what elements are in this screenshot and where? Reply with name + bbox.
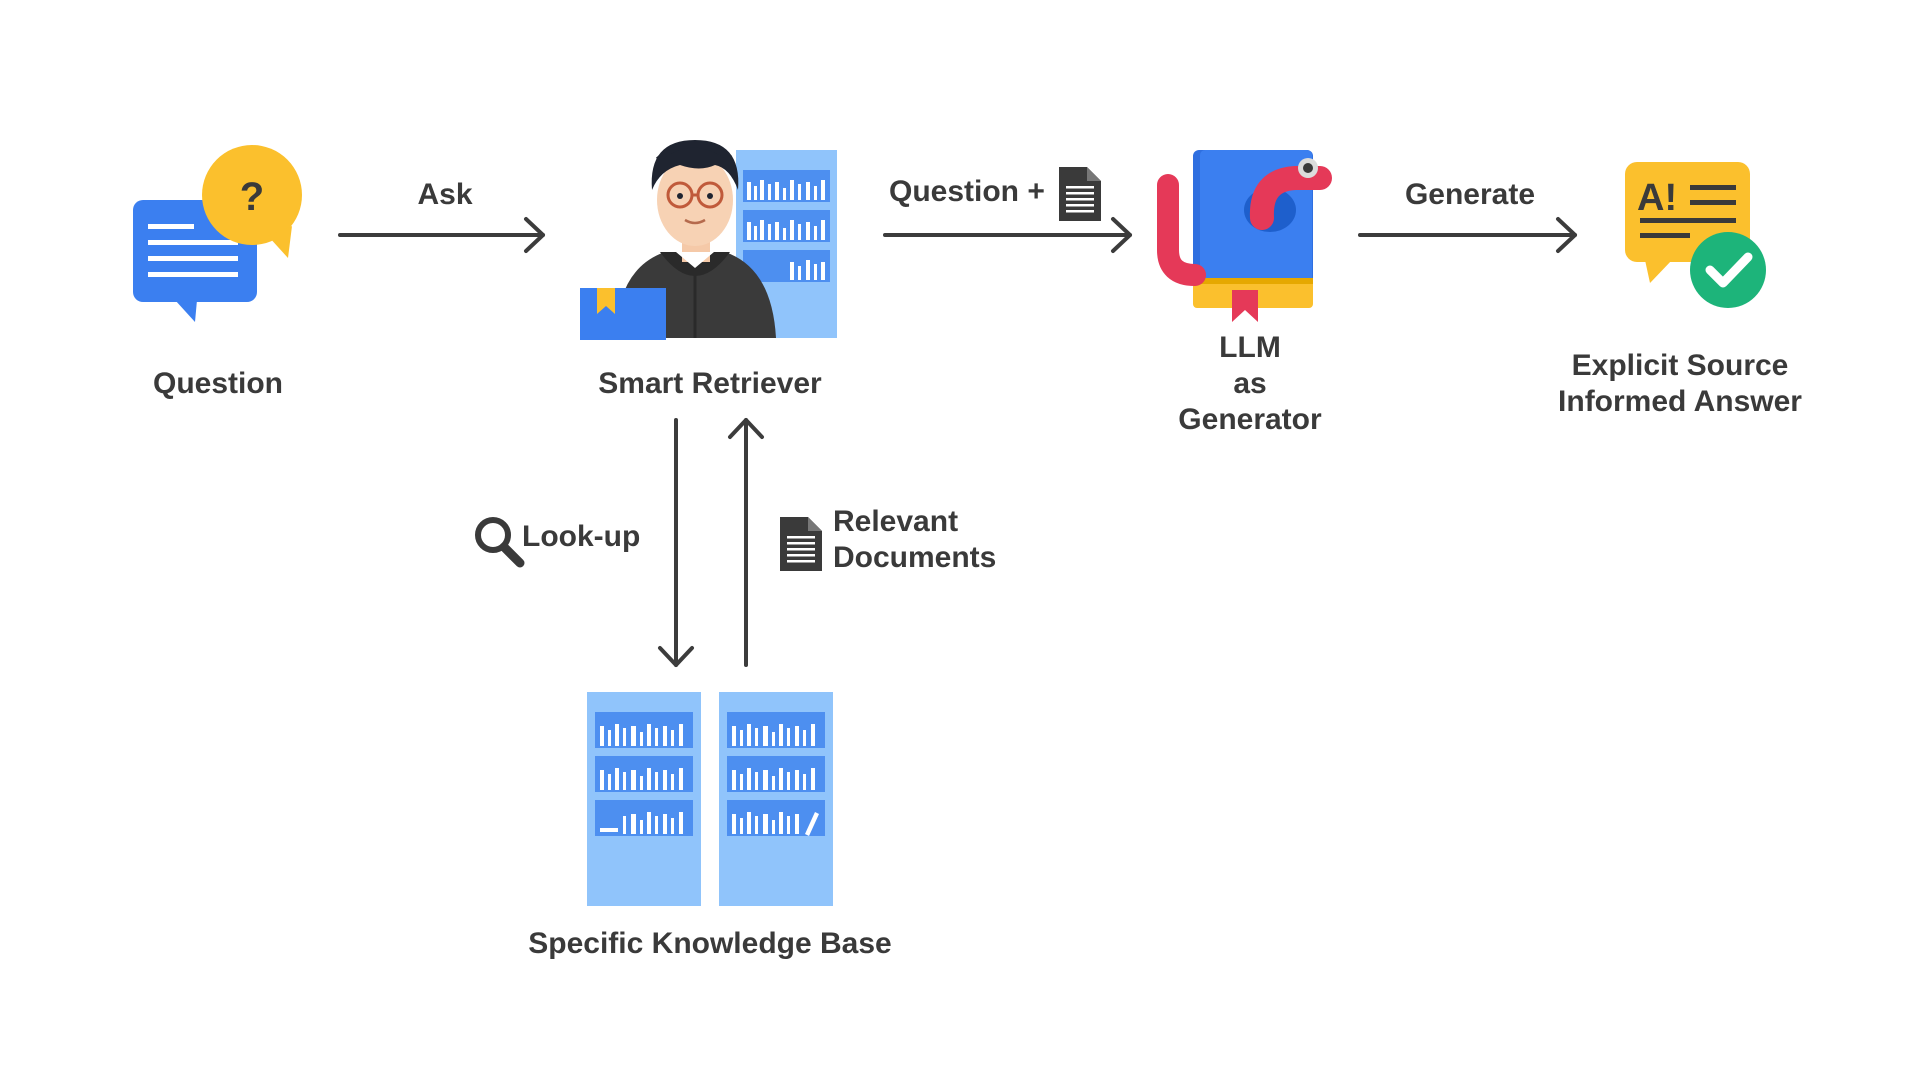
ask-edge-label: Ask (417, 178, 473, 211)
llm-generator-line-1: LLM (1219, 331, 1281, 364)
document-icon (780, 517, 822, 571)
answer-glyph: A! (1637, 177, 1677, 219)
arrow-question-plus (883, 217, 1132, 253)
generate-edge-label: Generate (1404, 178, 1536, 211)
arrow-lookup (658, 418, 694, 667)
llm-generator-label: LLM as Generator (1140, 330, 1360, 438)
answer-line-1: Explicit Source (1571, 349, 1789, 382)
arrow-generate (1358, 217, 1577, 253)
relevant-documents-line-2: Documents (833, 541, 997, 574)
bookshelf-right (719, 692, 833, 906)
answer-line-2: Informed Answer (1558, 385, 1802, 418)
lookup-edge-label: Look-up (522, 520, 641, 553)
llm-generator-line-2: as (1233, 367, 1267, 400)
relevant-documents-edge-label: Relevant Documents (833, 504, 996, 576)
question-mark-glyph: ? (240, 175, 264, 219)
llm-book-icon (1157, 150, 1332, 322)
question-icon: ? (133, 145, 302, 322)
arrow-relevant-documents (728, 418, 764, 667)
smart-retriever-label: Smart Retriever (598, 367, 822, 400)
relevant-documents-line-1: Relevant (833, 505, 959, 538)
retriever-icon (580, 140, 837, 340)
knowledge-base-label: Specific Knowledge Base (528, 927, 892, 960)
question-label: Question (152, 367, 283, 400)
search-icon (475, 517, 525, 568)
document-icon (1059, 167, 1101, 221)
knowledge-base-icon (587, 692, 833, 906)
arrow-ask (338, 217, 545, 253)
question-plus-edge-label: Question + (889, 175, 1045, 208)
bookshelf-left (587, 692, 701, 906)
answer-icon: A! (1625, 162, 1766, 308)
llm-generator-line-3: Generator (1178, 403, 1322, 436)
answer-label: Explicit Source Informed Answer (1530, 348, 1830, 420)
